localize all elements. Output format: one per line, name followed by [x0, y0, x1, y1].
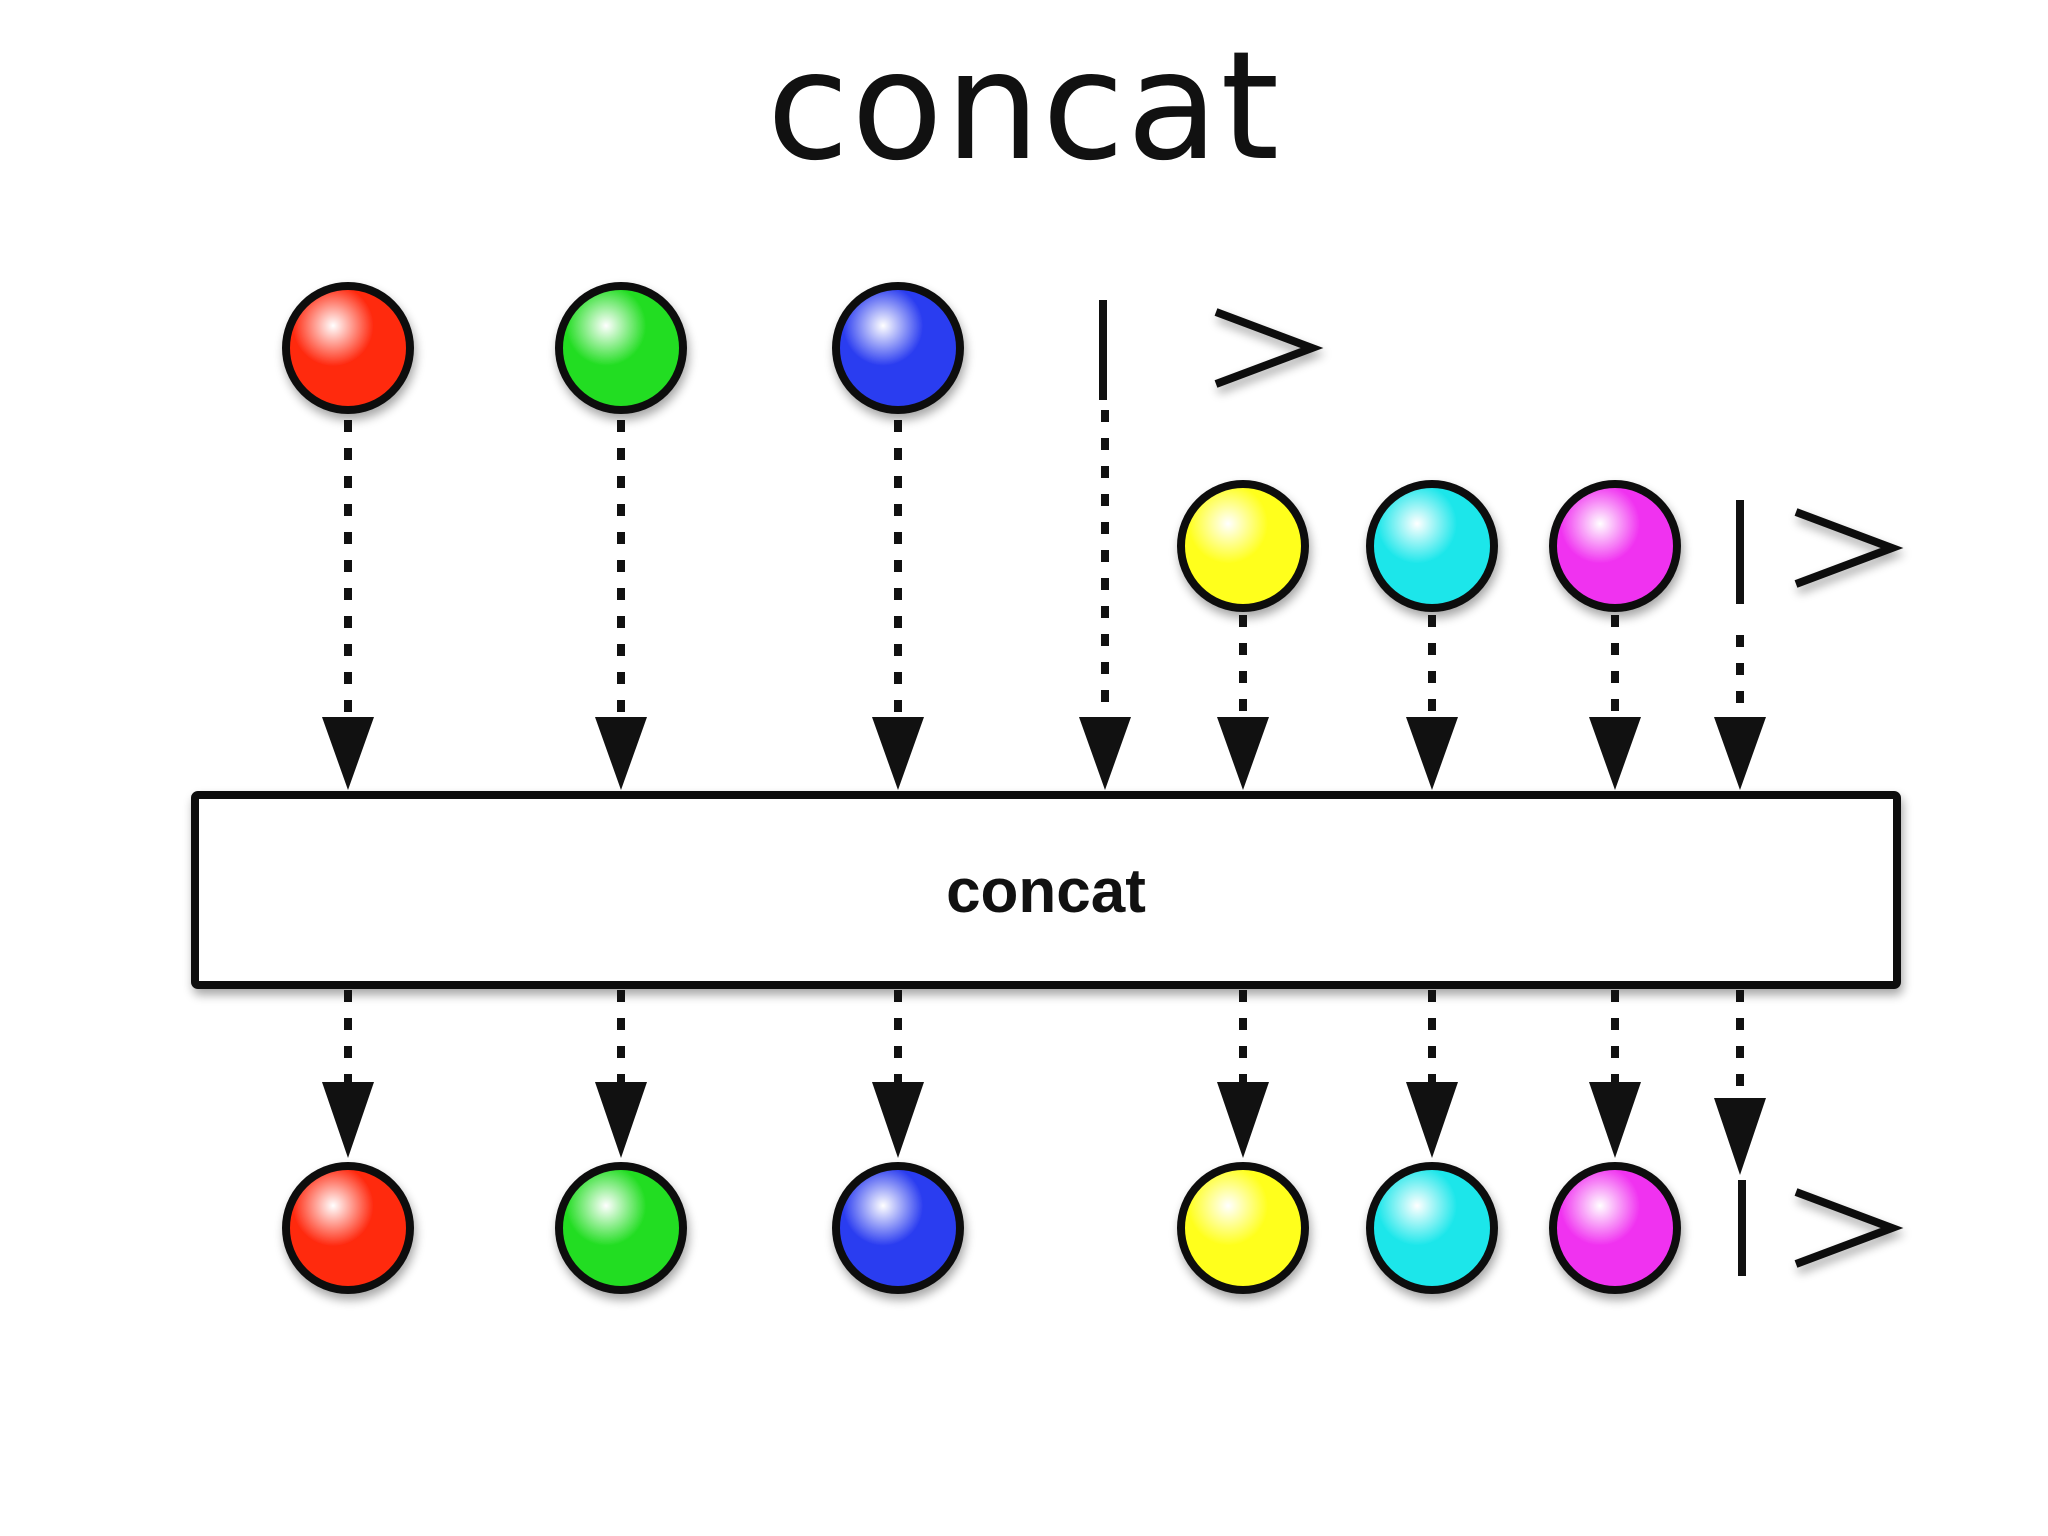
second-timeline-arrow	[1794, 508, 1904, 588]
arrowhead	[1406, 1082, 1458, 1158]
input-arrowheads	[322, 717, 1766, 790]
first-input-stream	[192, 282, 1324, 414]
arrowhead	[322, 1082, 374, 1158]
second-input-stream	[1102, 480, 1904, 612]
red-marble	[282, 282, 414, 414]
arrowhead	[1589, 1082, 1641, 1158]
output-stream	[196, 1162, 1904, 1294]
green-marble	[555, 1162, 687, 1294]
arrowhead	[595, 717, 647, 790]
arrowhead	[872, 1082, 924, 1158]
yellow-marble	[1177, 1162, 1309, 1294]
green-marble	[555, 282, 687, 414]
concat-operator-box: concat	[191, 791, 1901, 989]
cyan-marble	[1366, 1162, 1498, 1294]
blue-marble	[832, 1162, 964, 1294]
cyan-marble	[1366, 480, 1498, 612]
arrowhead	[1079, 717, 1131, 790]
arrowhead	[1714, 1098, 1766, 1175]
arrowhead	[1714, 717, 1766, 790]
output-timeline-arrow	[1794, 1188, 1904, 1268]
blue-marble	[832, 282, 964, 414]
first-timeline-arrow	[1214, 308, 1324, 388]
output-connectors	[344, 990, 1744, 1100]
arrowhead	[595, 1082, 647, 1158]
yellow-marble	[1177, 480, 1309, 612]
magenta-marble	[1549, 480, 1681, 612]
arrowhead	[322, 717, 374, 790]
output-arrowheads	[322, 1082, 1766, 1175]
arrowhead	[1217, 1082, 1269, 1158]
arrowhead	[1589, 717, 1641, 790]
input-connectors	[344, 410, 1744, 720]
page-title: concat	[766, 20, 1282, 194]
operator-label: concat	[946, 857, 1146, 926]
magenta-marble	[1549, 1162, 1681, 1294]
arrowhead	[1217, 717, 1269, 790]
red-marble	[282, 1162, 414, 1294]
arrowhead	[872, 717, 924, 790]
arrowhead	[1406, 717, 1458, 790]
